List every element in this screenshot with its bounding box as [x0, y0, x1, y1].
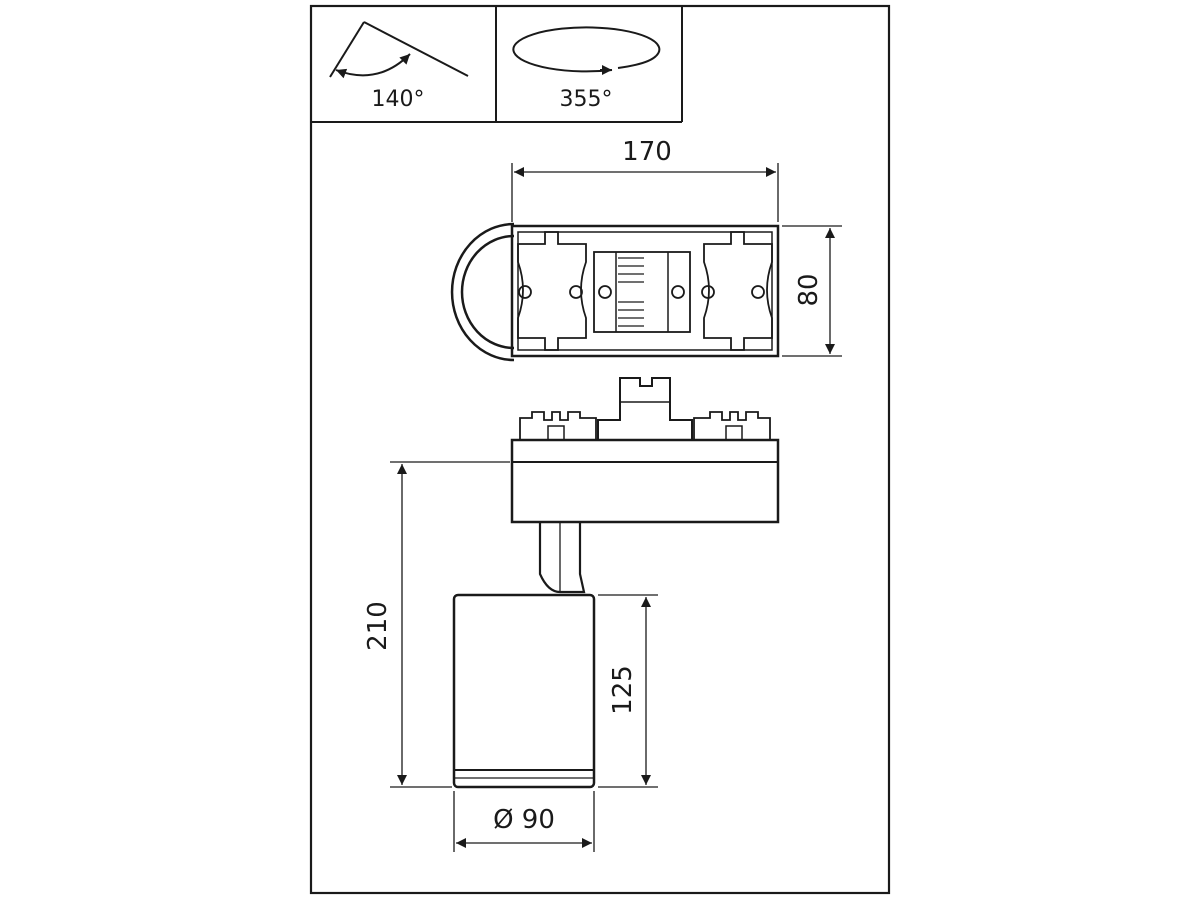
- depth-dimension: [782, 225, 842, 357]
- total-height-dimension-label: 210: [363, 601, 393, 651]
- drawing-frame: [309, 4, 891, 895]
- diameter-dimension: [453, 791, 595, 852]
- rotation-header: 140° 355°: [311, 6, 683, 123]
- depth-dimension-label: 80: [794, 273, 824, 306]
- head-height-dimension: [598, 594, 658, 788]
- head-height-dimension-label: 125: [608, 665, 638, 715]
- width-dimension-label: 170: [622, 137, 672, 167]
- rotation-angle-label: 355°: [560, 87, 613, 112]
- top-view: [450, 222, 780, 362]
- tilt-angle-icon: [329, 21, 469, 79]
- width-dimension: [511, 163, 779, 222]
- diameter-dimension-label: Ø 90: [493, 805, 555, 835]
- total-height-dimension: [390, 461, 510, 788]
- tilt-angle-label: 140°: [372, 87, 425, 112]
- side-view: [452, 377, 780, 789]
- rotation-angle-icon: [512, 26, 661, 75]
